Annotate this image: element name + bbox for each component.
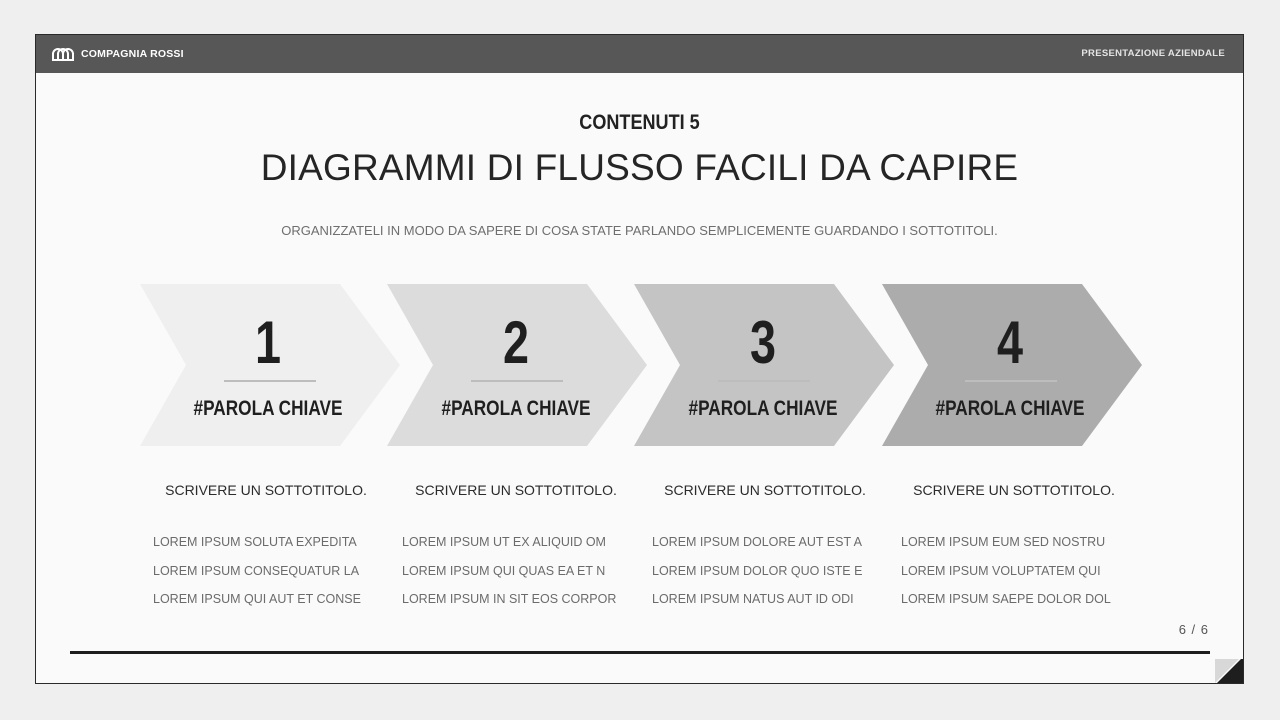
step-number: 4 (996, 309, 1024, 376)
chevron-shapes (140, 284, 1142, 446)
step-keyword: #PAROLA CHIAVE (441, 397, 591, 420)
column-text: LOREM IPSUM DOLORE AUT EST A LOREM IPSUM… (652, 528, 867, 614)
chevron-step-2 (387, 284, 647, 446)
text-line: LOREM IPSUM NATUS AUT ID ODI (652, 592, 854, 606)
linked-rings-logo-icon (52, 48, 74, 61)
text-line: LOREM IPSUM EUM SED NOSTRU (901, 535, 1106, 549)
step-divider (718, 380, 810, 382)
chevron-step-4 (882, 284, 1142, 446)
step-divider (965, 380, 1057, 382)
step-number: 3 (749, 309, 777, 376)
column-subtitle: SCRIVERE UN SOTTOTITOLO. (415, 482, 617, 498)
step-keyword: #PAROLA CHIAVE (688, 397, 838, 420)
text-line: LOREM IPSUM IN SIT EOS CORPOR (402, 592, 617, 606)
page-title: DIAGRAMMI DI FLUSSO FACILI DA CAPIRE (260, 147, 1019, 188)
chevron-step-1 (140, 284, 400, 446)
text-line: LOREM IPSUM VOLUPTATEM QUI (901, 563, 1101, 578)
section-title: CONTENUTI 5 (579, 111, 700, 134)
text-line: LOREM IPSUM UT EX ALIQUID OM (402, 535, 606, 549)
brand: COMPAGNIA ROSSI (51, 35, 184, 73)
column-subtitle: SCRIVERE UN SOTTOTITOLO. (165, 482, 367, 498)
step-divider (224, 380, 316, 382)
brand-name: COMPAGNIA ROSSI (81, 48, 184, 60)
step-keyword: #PAROLA CHIAVE (193, 397, 343, 420)
column-subtitle: SCRIVERE UN SOTTOTITOLO. (664, 482, 866, 498)
step-divider (471, 380, 563, 382)
column-text: LOREM IPSUM SOLUTA EXPEDITA LOREM IPSUM … (153, 528, 368, 614)
text-line: LOREM IPSUM SOLUTA EXPEDITA (153, 535, 357, 549)
text-line: LOREM IPSUM DOLOR QUO ISTE E (652, 563, 863, 578)
text-line: LOREM IPSUM SAEPE DOLOR DOL (901, 592, 1111, 606)
page-curl-icon (1215, 659, 1243, 683)
text-line: LOREM IPSUM DOLORE AUT EST A (652, 535, 863, 549)
step-number: 2 (502, 309, 530, 376)
chevron-step-3 (634, 284, 894, 446)
column-text: LOREM IPSUM EUM SED NOSTRU LOREM IPSUM V… (901, 528, 1116, 614)
header-bar: COMPAGNIA ROSSI PRESENTAZIONE AZIENDALE (36, 35, 1243, 73)
slide-subtitle: ORGANIZZATELI IN MODO DA SAPERE DI COSA … (281, 223, 998, 238)
column-subtitle: SCRIVERE UN SOTTOTITOLO. (913, 482, 1115, 498)
step-number: 1 (254, 309, 282, 376)
step-keyword: #PAROLA CHIAVE (935, 397, 1085, 420)
column-text: LOREM IPSUM UT EX ALIQUID OM LOREM IPSUM… (402, 528, 617, 614)
page-number: 6 / 6 (1178, 622, 1209, 637)
slide: COMPAGNIA ROSSI PRESENTAZIONE AZIENDALE … (35, 34, 1244, 684)
text-line: LOREM IPSUM QUI AUT ET CONSE (153, 592, 361, 606)
deck-label: PRESENTAZIONE AZIENDALE (1081, 48, 1225, 59)
bottom-divider (70, 651, 1210, 654)
text-line: LOREM IPSUM CONSEQUATUR LA (153, 563, 360, 578)
text-line: LOREM IPSUM QUI QUAS EA ET N (402, 563, 606, 578)
